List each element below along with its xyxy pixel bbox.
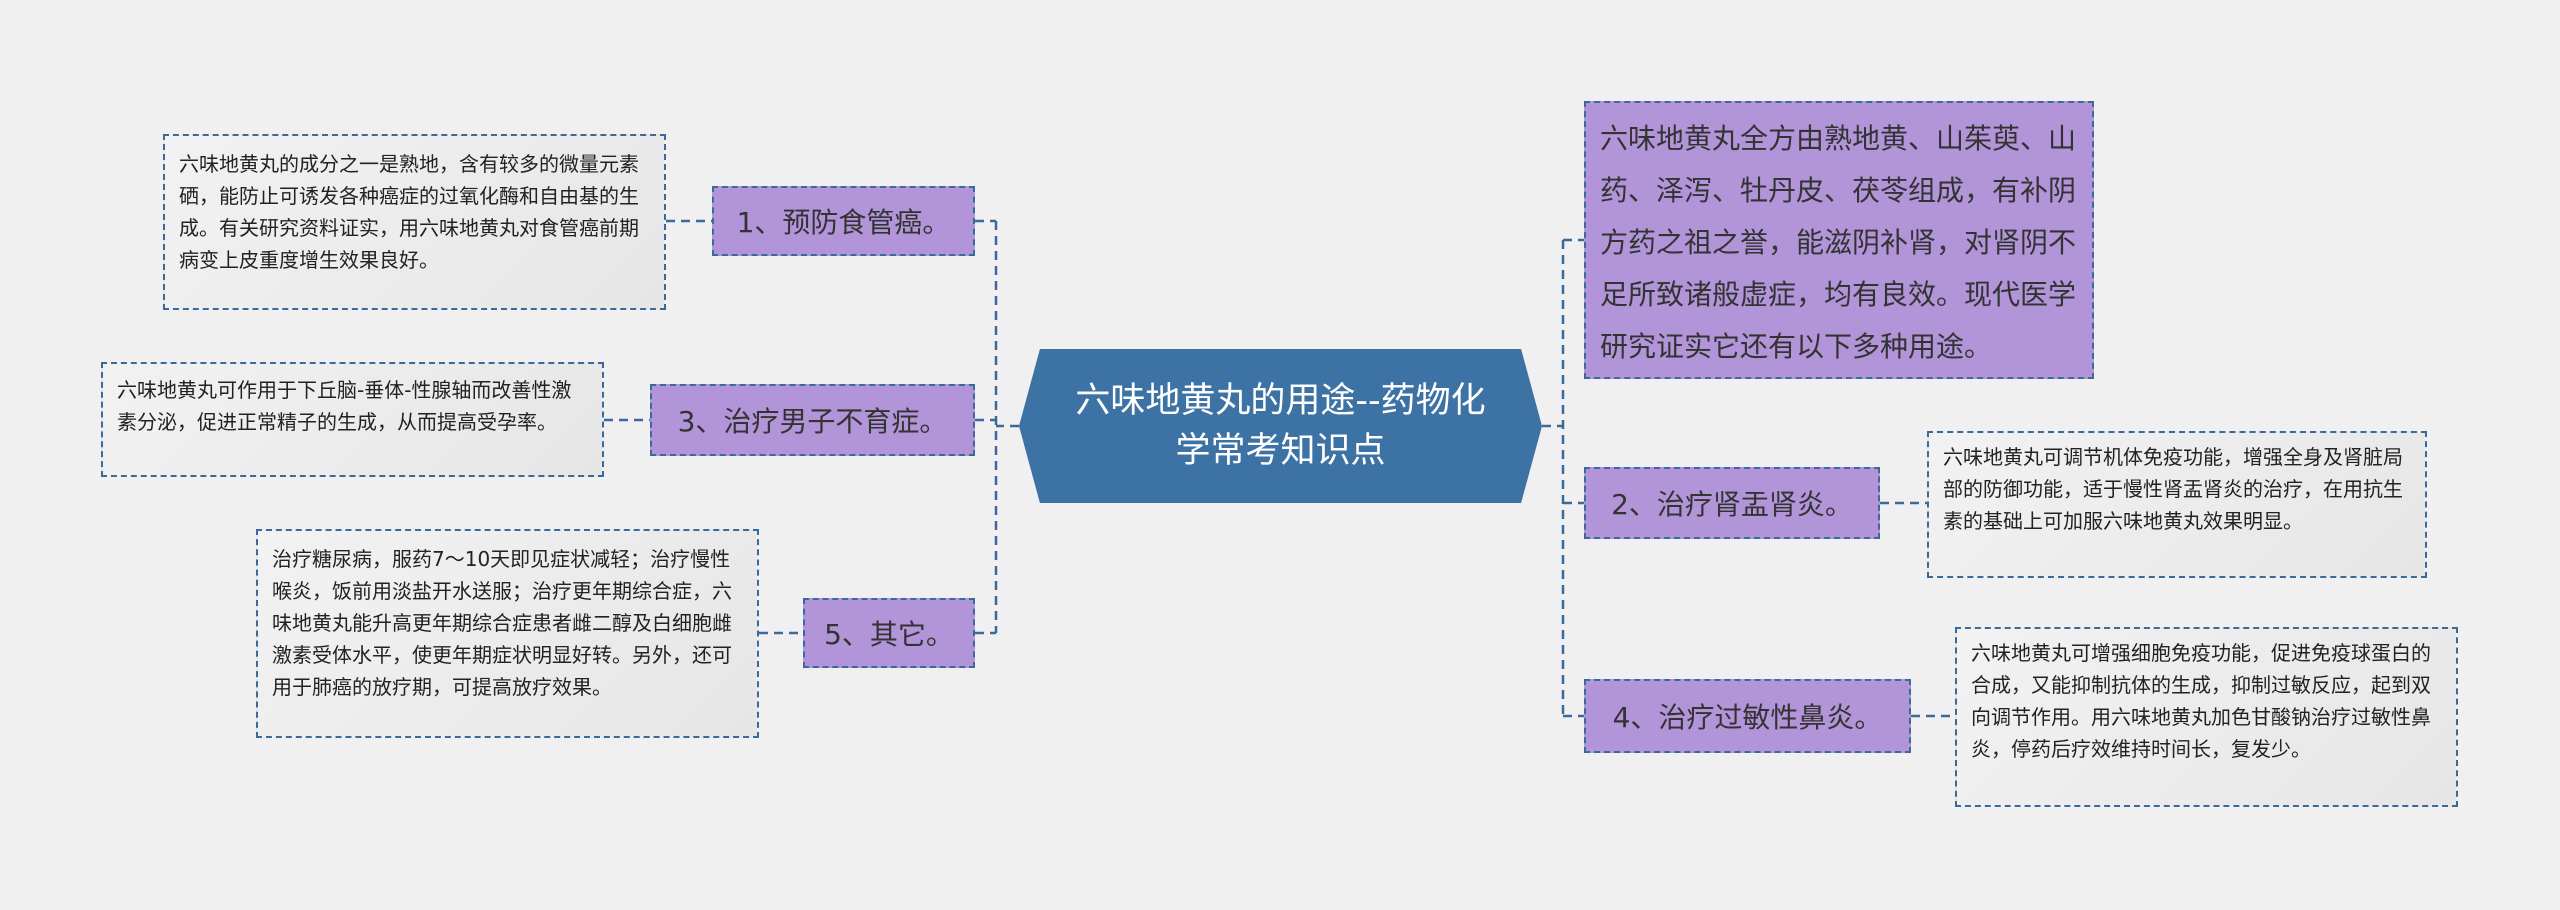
intro-node[interactable]: 六味地黄丸全方由熟地黄、山茱萸、山药、泽泻、牡丹皮、茯苓组成，有补阴方药之祖之誉… <box>1584 101 2094 379</box>
detail-text: 治疗糖尿病，服药7～10天即见症状减轻；治疗慢性喉炎，饭前用淡盐开水送服；治疗更… <box>272 547 732 699</box>
central-topic-title: 六味地黄丸的用途--药物化学常考知识点 <box>1075 381 1486 471</box>
intro-text: 六味地黄丸全方由熟地黄、山茱萸、山药、泽泻、牡丹皮、茯苓组成，有补阴方药之祖之誉… <box>1600 122 2077 363</box>
central-topic[interactable]: 六味地黄丸的用途--药物化学常考知识点 <box>1019 349 1542 503</box>
branch-label: 3、治疗男子不育症。 <box>677 405 948 438</box>
branch-detail-4[interactable]: 六味地黄丸可增强细胞免疫功能，促进免疫球蛋白的合成，又能抑制抗体的生成，抑制过敏… <box>1955 627 2458 807</box>
branch-label: 5、其它。 <box>824 618 954 651</box>
detail-text: 六味地黄丸可作用于下丘脑-垂体-性腺轴而改善性激素分泌，促进正常精子的生成，从而… <box>117 378 572 434</box>
detail-text: 六味地黄丸可增强细胞免疫功能，促进免疫球蛋白的合成，又能抑制抗体的生成，抑制过敏… <box>1971 641 2431 761</box>
branch-detail-5[interactable]: 治疗糖尿病，服药7～10天即见症状减轻；治疗慢性喉炎，饭前用淡盐开水送服；治疗更… <box>256 529 759 738</box>
detail-text: 六味地黄丸可调节机体免疫功能，增强全身及肾脏局部的防御功能，适于慢性肾盂肾炎的治… <box>1943 445 2403 533</box>
branch-node-4[interactable]: 4、治疗过敏性鼻炎。 <box>1584 679 1911 753</box>
detail-text: 六味地黄丸的成分之一是熟地，含有较多的微量元素硒，能防止可诱发各种癌症的过氧化酶… <box>179 152 639 272</box>
branch-detail-3[interactable]: 六味地黄丸可作用于下丘脑-垂体-性腺轴而改善性激素分泌，促进正常精子的生成，从而… <box>101 362 604 477</box>
branch-detail-1[interactable]: 六味地黄丸的成分之一是熟地，含有较多的微量元素硒，能防止可诱发各种癌症的过氧化酶… <box>163 134 666 310</box>
branch-detail-2[interactable]: 六味地黄丸可调节机体免疫功能，增强全身及肾脏局部的防御功能，适于慢性肾盂肾炎的治… <box>1927 431 2427 578</box>
branch-label: 4、治疗过敏性鼻炎。 <box>1612 701 1883 734</box>
branch-node-5[interactable]: 5、其它。 <box>803 598 975 668</box>
branch-node-2[interactable]: 2、治疗肾盂肾炎。 <box>1584 467 1880 539</box>
branch-node-1[interactable]: 1、预防食管癌。 <box>712 186 975 256</box>
branch-node-3[interactable]: 3、治疗男子不育症。 <box>650 384 975 456</box>
branch-label: 1、预防食管癌。 <box>736 206 951 239</box>
branch-label: 2、治疗肾盂肾炎。 <box>1611 488 1853 521</box>
